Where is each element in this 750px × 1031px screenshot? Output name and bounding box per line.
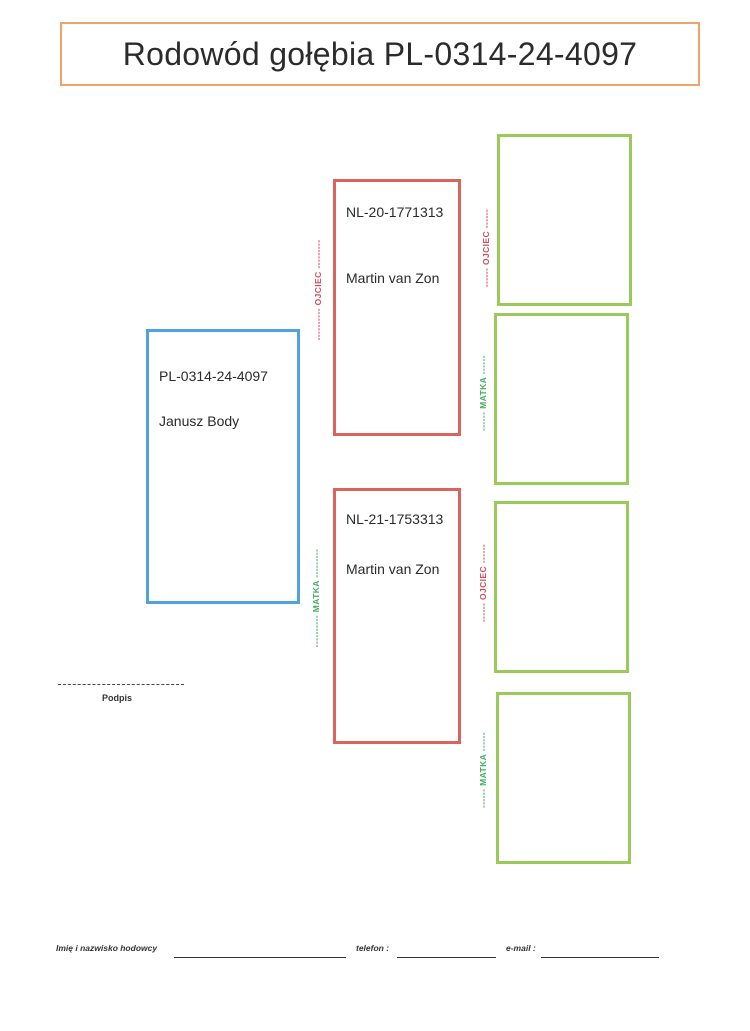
- maternal-grandfather-label: ------ OJCIEC ------: [478, 543, 488, 623]
- mother-owner-name: Martin van Zon: [346, 561, 440, 577]
- email-label: e-mail :: [506, 943, 536, 953]
- maternal-grandfather-box: [494, 501, 629, 673]
- breeder-name-label: Imię i nazwisko hodowcy: [56, 943, 158, 953]
- email-line: [541, 957, 659, 958]
- paternal-grandmother-box: [494, 313, 629, 485]
- mother-label: ---------- MATKA ---------: [311, 548, 321, 648]
- phone-line: [397, 957, 496, 958]
- father-label: ---------- OJCIEC ---------: [313, 239, 323, 341]
- bird-box: PL-0314-24-4097 Janusz Body: [146, 329, 300, 604]
- bird-ring-number: PL-0314-24-4097: [159, 368, 268, 384]
- maternal-grandmother-box: [496, 692, 631, 864]
- bird-owner-name: Janusz Body: [159, 413, 240, 429]
- title-box: Rodowód gołębia PL-0314-24-4097: [60, 22, 700, 86]
- maternal-grandmother-label: ------ MATKA ------: [478, 731, 488, 809]
- father-ring-number: NL-20-1771313: [346, 204, 444, 220]
- signature-line: [58, 684, 184, 685]
- phone-label: telefon :: [356, 943, 390, 953]
- signature-label: Podpis: [102, 693, 133, 703]
- father-box: NL-20-1771313 Martin van Zon: [333, 179, 461, 436]
- breeder-name-line: [174, 957, 346, 958]
- paternal-grandmother-label: ------ MATKA ------: [478, 354, 488, 432]
- page-title: Rodowód gołębia PL-0314-24-4097: [122, 35, 638, 72]
- father-owner-name: Martin van Zon: [346, 270, 440, 286]
- mother-ring-number: NL-21-1753313: [346, 511, 444, 527]
- paternal-grandfather-box: [497, 134, 632, 306]
- paternal-grandfather-label: ------ OJCIEC ------: [481, 208, 491, 288]
- mother-box: NL-21-1753313 Martin van Zon: [333, 488, 461, 744]
